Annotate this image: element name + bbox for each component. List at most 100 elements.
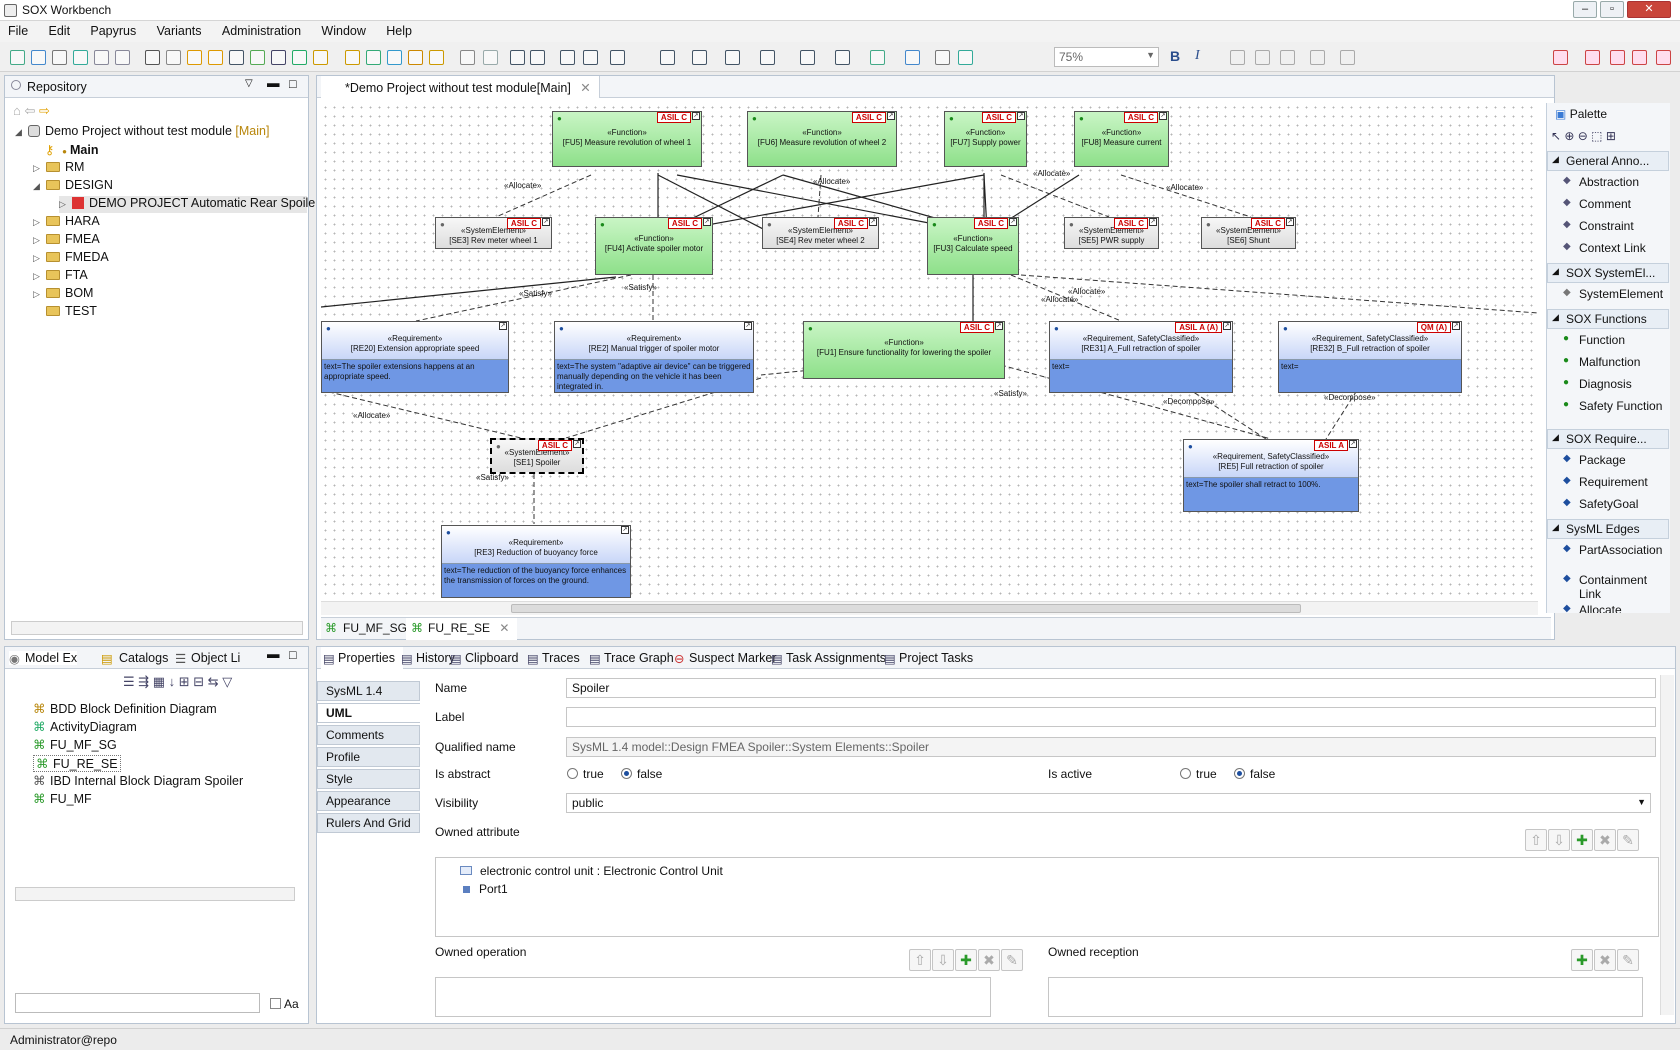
side-tab-profile[interactable]: Profile [317, 747, 420, 767]
repository-hscrollbar[interactable] [11, 621, 303, 635]
diagram-tab-fu-mf-sg[interactable]: ⌘FU_MF_SG [325, 621, 407, 635]
toolbar-button-icon[interactable] [530, 50, 545, 65]
menu-edit[interactable]: Edit [48, 24, 71, 38]
toolbar-button-icon[interactable] [313, 50, 328, 65]
case-checkbox[interactable]: Aa [270, 997, 299, 1011]
remove-attribute-button[interactable]: ✖ [1594, 829, 1616, 851]
toolbar-button-icon[interactable] [560, 50, 575, 65]
maximize-node-icon[interactable]: ↗ [542, 218, 550, 226]
edit-operation-button[interactable]: ✎ [1001, 949, 1023, 971]
maximize-node-icon[interactable]: ↗ [1452, 322, 1460, 330]
tab-properties[interactable]: ▤Properties [321, 647, 403, 669]
toolbar-button-icon[interactable] [958, 50, 973, 65]
maximize-node-icon[interactable]: ↗ [869, 218, 877, 226]
attribute-row[interactable]: Port1 [463, 882, 508, 896]
diagram-tab-fu-re-se[interactable]: ⌘FU_RE_SE ✕ [406, 618, 518, 640]
toolbar-button-icon[interactable] [73, 50, 88, 65]
palette-item[interactable]: ◆Allocate [1547, 603, 1622, 613]
diagram-node-re31[interactable]: «Requirement, SafetyClassified»[RE31] A_… [1049, 321, 1233, 393]
format-button-icon[interactable] [1280, 50, 1295, 65]
toolbar-button-icon[interactable] [905, 50, 920, 65]
close-tab-icon[interactable]: ✕ [499, 621, 510, 635]
palette-item[interactable]: ◆Context Link [1547, 241, 1646, 255]
toolbar-button-icon[interactable] [31, 50, 46, 65]
tab-clipboard[interactable]: ▤Clipboard [448, 651, 519, 666]
toolbar-button-icon[interactable] [725, 50, 740, 65]
palette-item[interactable]: ◆Package [1547, 453, 1626, 467]
move-up-button[interactable]: ⇧ [909, 949, 931, 971]
maximize-node-icon[interactable]: ↗ [499, 322, 507, 330]
toolbar-button-icon[interactable] [692, 50, 707, 65]
tab-traces[interactable]: ▤Traces [525, 651, 580, 666]
tab-task-assignments[interactable]: ▤Task Assignments [769, 651, 886, 666]
tab-object-list[interactable]: ☰Object Li [175, 651, 240, 666]
explorer-hscrollbar[interactable] [15, 887, 295, 901]
maximize-node-icon[interactable]: ↗ [744, 322, 752, 330]
minimize-view-icon[interactable]: ▬ [267, 647, 280, 661]
maximize-button[interactable]: ▫ [1600, 1, 1624, 18]
diagram-list-item[interactable]: ⌘FU_MF [33, 791, 92, 808]
toolbar-button-icon[interactable] [10, 50, 25, 65]
side-tab-appearance[interactable]: Appearance [317, 791, 420, 811]
toolbar-button-icon[interactable] [660, 50, 675, 65]
tree-item-test[interactable]: TEST [46, 304, 97, 321]
move-down-button[interactable]: ⇩ [932, 949, 954, 971]
diagram-node-re5[interactable]: «Requirement, SafetyClassified»[RE5] Ful… [1183, 439, 1359, 512]
toolbar-button-icon[interactable] [760, 50, 775, 65]
maximize-node-icon[interactable]: ↗ [692, 112, 700, 120]
toolbar-button-icon[interactable] [800, 50, 815, 65]
filter-input[interactable] [15, 993, 260, 1013]
abstract-true-radio[interactable]: true [567, 767, 604, 781]
palette-section[interactable]: SysML Edges◢ [1547, 519, 1669, 539]
palette-item[interactable]: ●Safety Function [1547, 399, 1662, 413]
palette-item[interactable]: ●Diagnosis [1547, 377, 1632, 391]
tab-history[interactable]: ▤History [399, 651, 455, 666]
diagram-node-fn1[interactable]: «Function»[FU1] Ensure functionality for… [803, 321, 1005, 379]
palette-item[interactable]: ●Malfunction [1547, 355, 1640, 369]
toolbar-button-icon[interactable] [292, 50, 307, 65]
menu-file[interactable]: File [8, 24, 29, 38]
side-tab-uml[interactable]: UML [317, 703, 420, 723]
toolbar-button-icon[interactable] [610, 50, 625, 65]
palette-section[interactable]: SOX SystemEl...◢ [1547, 263, 1669, 283]
tab-suspect-marker[interactable]: ⊖Suspect Marker [672, 651, 777, 666]
diagram-canvas[interactable]: «Function»[FU5] Measure revolution of wh… [321, 103, 1538, 601]
toolbar-button-icon[interactable] [835, 50, 850, 65]
close-tab-icon[interactable]: ✕ [580, 81, 591, 95]
active-true-radio[interactable]: true [1180, 767, 1217, 781]
zoom-combo[interactable]: 75%▼ [1054, 47, 1159, 67]
toolbar-button-icon[interactable] [94, 50, 109, 65]
properties-vscrollbar[interactable] [1660, 675, 1674, 1015]
maximize-node-icon[interactable]: ↗ [573, 440, 581, 448]
maximize-view-icon[interactable]: □ [289, 648, 297, 662]
minimize-button[interactable]: – [1573, 1, 1597, 18]
italic-button[interactable]: I [1195, 48, 1200, 63]
scroll-thumb[interactable] [511, 604, 1301, 613]
menu-help[interactable]: Help [386, 24, 412, 38]
active-false-radio[interactable]: false [1234, 767, 1275, 781]
add-operation-button[interactable]: ✚ [955, 949, 977, 971]
visibility-select[interactable]: public▼ [566, 793, 1651, 813]
label-input[interactable] [566, 707, 1656, 727]
view-menu-icon[interactable]: ▽ [245, 78, 253, 89]
tab-model-explorer[interactable]: ◉Model Ex [9, 651, 78, 666]
tree-item-main[interactable]: ⚷●Main [45, 142, 98, 159]
palette-zoom-tools[interactable]: ↖ ⊕ ⊖ ⬚ ⊞ [1551, 129, 1616, 143]
remove-operation-button[interactable]: ✖ [978, 949, 1000, 971]
diagram-list-item[interactable]: ⌘FU_RE_SE [33, 755, 121, 772]
tree-item-design[interactable]: ◢DESIGN [33, 178, 113, 195]
move-down-button[interactable]: ⇩ [1548, 829, 1570, 851]
diagram-node-re3[interactable]: «Requirement»[RE3] Reduction of buoyancy… [441, 525, 631, 598]
editor-tab[interactable]: *Demo Project without test module[Main] … [321, 76, 600, 98]
toolbar-button-icon[interactable] [166, 50, 181, 65]
palette-item[interactable]: ◆SystemElement [1547, 287, 1663, 301]
maximize-node-icon[interactable]: ↗ [1349, 440, 1357, 448]
diagram-list-item[interactable]: ⌘FU_MF_SG [33, 737, 117, 754]
toolbar-button-icon[interactable] [429, 50, 444, 65]
toolbar-button-icon[interactable] [510, 50, 525, 65]
